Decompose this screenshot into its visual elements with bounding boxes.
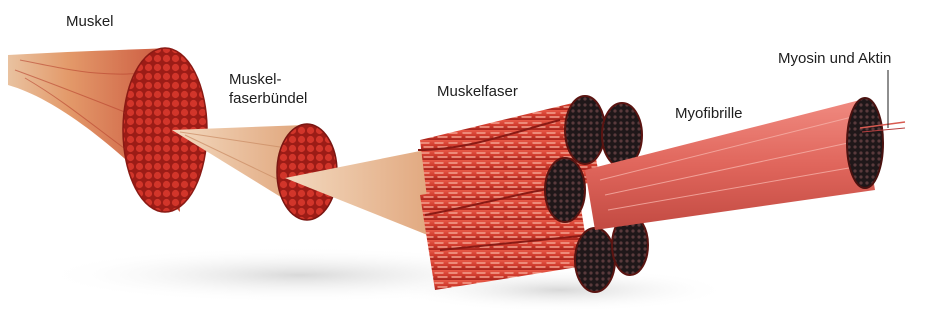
label-muskelfaserbuendel: Muskel- faserbündel <box>229 70 307 108</box>
label-muskelfaser: Muskelfaser <box>437 82 518 101</box>
label-myofibrille: Myofibrille <box>675 104 743 123</box>
label-muskelfaserbuendel-line1: Muskel- <box>229 70 307 89</box>
label-muskelfaserbuendel-line2: faserbündel <box>229 89 307 108</box>
label-myosin-und-aktin: Myosin und Aktin <box>778 49 891 68</box>
label-muskel: Muskel <box>66 12 114 31</box>
